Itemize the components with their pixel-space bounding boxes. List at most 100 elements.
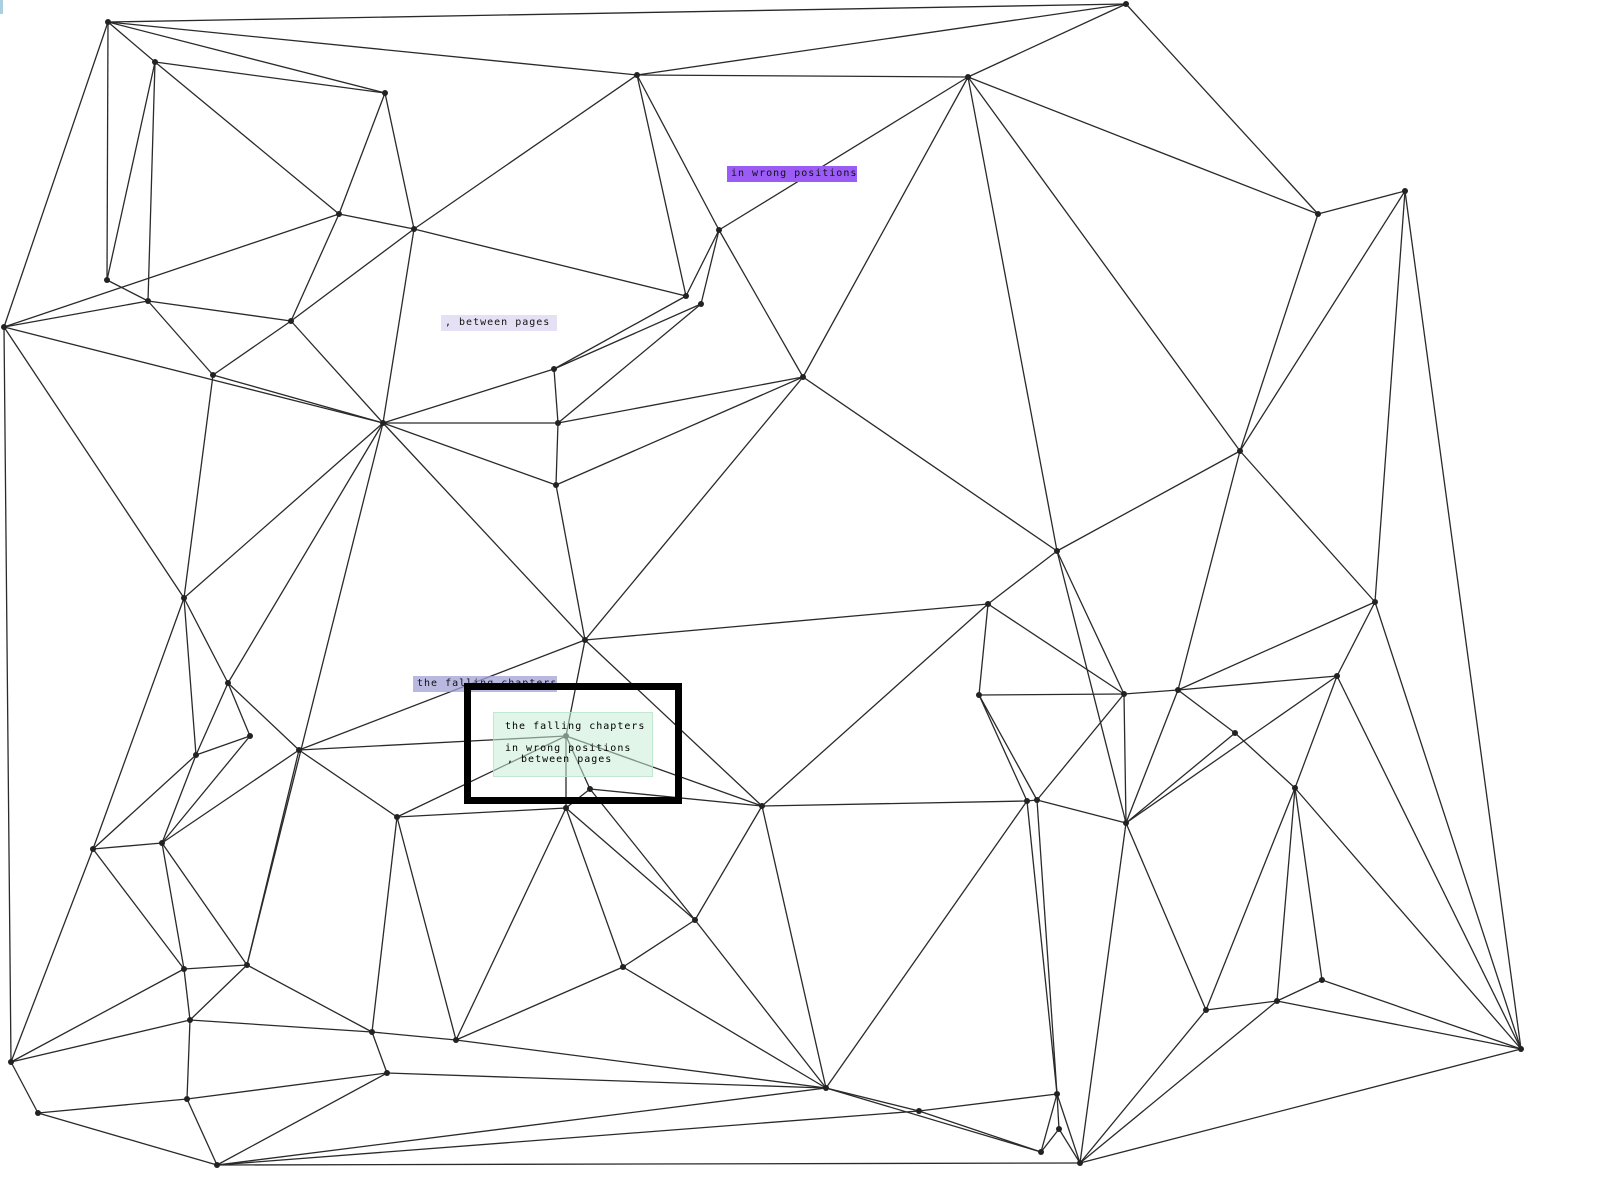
mesh-node: [1518, 1046, 1524, 1052]
mesh-edge: [1123, 689, 1179, 695]
mesh-edge: [371, 1031, 457, 1041]
mesh-node: [916, 1108, 922, 1114]
mesh-node: [692, 917, 698, 923]
mesh-edge: [183, 968, 191, 1021]
mesh-edge: [1040, 1093, 1058, 1153]
mesh-edge: [1336, 675, 1522, 1050]
mesh-edge: [1276, 787, 1296, 1002]
label-between-pages: , between pages: [441, 315, 557, 331]
mesh-node: [1, 324, 7, 330]
mesh-edge: [154, 61, 386, 94]
mesh-edge: [584, 639, 763, 807]
mesh-edge: [107, 21, 156, 63]
mesh-node: [698, 301, 704, 307]
mesh-edge: [967, 76, 1241, 452]
mesh-edge: [189, 964, 248, 1021]
mesh-node: [105, 19, 111, 25]
mesh-edge: [1125, 732, 1236, 824]
mesh-node: [555, 420, 561, 426]
mesh-edge: [338, 92, 386, 215]
mesh-edge: [1125, 689, 1179, 824]
mesh-node: [288, 318, 294, 324]
mesh-edge: [92, 842, 163, 850]
mesh-edge: [1276, 979, 1323, 1002]
mesh-edge: [161, 842, 185, 970]
mesh-edge: [1294, 787, 1323, 981]
focus-frame: [464, 683, 682, 804]
mesh-edge: [553, 368, 559, 424]
mesh-edge: [1374, 601, 1522, 1050]
mesh-node: [159, 840, 165, 846]
mesh-edge: [584, 603, 989, 641]
mesh-node: [1054, 548, 1060, 554]
mesh-node: [683, 293, 689, 299]
mesh-node: [823, 1085, 829, 1091]
mesh-edge: [918, 1110, 1042, 1153]
mesh-edge: [978, 694, 1038, 801]
mesh-edge: [3, 326, 12, 1063]
mesh-edge: [147, 61, 156, 302]
mesh-edge: [147, 300, 292, 322]
mesh-edge: [918, 1093, 1058, 1112]
mesh-node: [210, 372, 216, 378]
mesh-node: [8, 1059, 14, 1065]
mesh-edge: [1026, 800, 1058, 1095]
mesh-edge: [1234, 732, 1296, 789]
mesh-edge: [553, 295, 687, 370]
mesh-edge: [589, 788, 696, 921]
mesh-edge: [386, 1072, 827, 1089]
mesh-edge: [396, 807, 567, 818]
focus-line-1: the falling chapters: [505, 721, 646, 732]
mesh-edge: [1177, 601, 1376, 691]
mesh-edge: [1294, 675, 1338, 789]
mesh-node: [187, 1017, 193, 1023]
mesh-edge: [1177, 675, 1338, 691]
mesh-edge: [106, 279, 149, 302]
mesh-edge: [584, 376, 804, 641]
mesh-edge: [1079, 1009, 1207, 1164]
mesh-edge: [1239, 190, 1406, 452]
mesh-edge: [1056, 1093, 1060, 1130]
label-in-wrong-positions: in wrong positions: [727, 166, 857, 182]
mesh-edge: [694, 805, 763, 921]
mesh-edge: [978, 693, 1125, 696]
mesh-edge: [338, 213, 415, 230]
mesh-edge: [189, 1019, 373, 1033]
mesh-node: [90, 846, 96, 852]
mesh-edge: [107, 21, 638, 76]
mesh-edge: [3, 326, 384, 424]
mesh-edge: [1404, 190, 1522, 1050]
mesh-edge: [413, 74, 638, 230]
mesh-edge: [694, 919, 827, 1089]
mesh-node: [1274, 998, 1280, 1004]
mesh-edge: [384, 92, 415, 230]
mesh-edge: [183, 374, 214, 599]
mesh-node: [181, 595, 187, 601]
mesh-edge: [107, 3, 1127, 23]
mesh-edge: [382, 422, 586, 641]
mesh-edge: [1036, 799, 1127, 824]
mesh-edge: [825, 1087, 920, 1112]
mesh-edge: [195, 735, 251, 756]
mesh-edge: [216, 1110, 920, 1166]
mesh-edge: [183, 597, 229, 684]
mesh-node: [553, 482, 559, 488]
corner-marker: [0, 0, 3, 14]
mesh-edge: [1079, 1000, 1278, 1164]
mesh-node: [145, 298, 151, 304]
mesh-edge: [1374, 190, 1406, 603]
mesh-edge: [1123, 693, 1127, 824]
mesh-node: [35, 1110, 41, 1116]
mesh-edge: [290, 213, 340, 322]
mesh-edge: [1056, 1093, 1081, 1164]
mesh-node: [1034, 797, 1040, 803]
mesh-node: [1402, 188, 1408, 194]
mesh-edge: [555, 376, 804, 486]
mesh-edge: [1205, 787, 1296, 1011]
mesh-node: [1232, 730, 1238, 736]
mesh-edge: [246, 964, 373, 1033]
mesh-edge: [553, 303, 702, 370]
mesh-edge: [183, 964, 248, 970]
mesh-edge: [161, 735, 251, 844]
mesh-edge: [1056, 550, 1125, 695]
